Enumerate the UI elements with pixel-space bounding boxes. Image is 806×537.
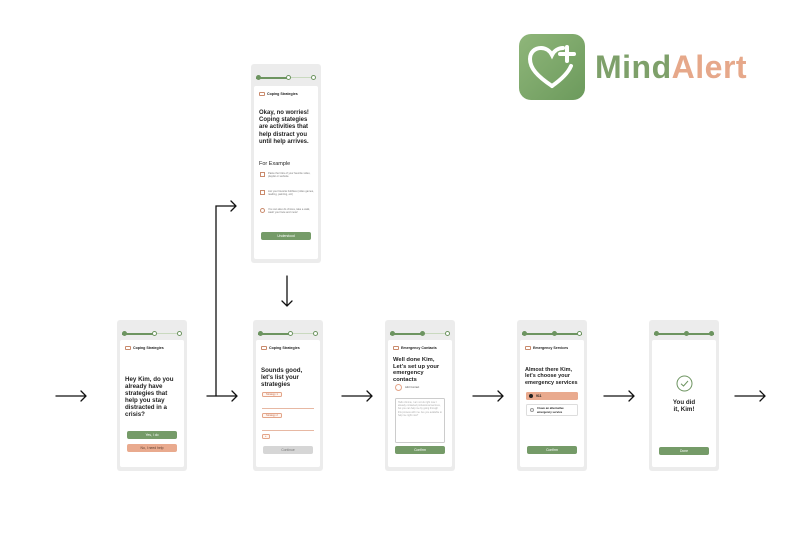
example-item-2-text: List your favorite hobbies (video games,… <box>268 190 314 197</box>
people-icon <box>393 346 399 350</box>
checkmark-icon <box>676 375 693 397</box>
understood-button[interactable]: Understood <box>261 232 311 240</box>
screen-header: Coping Strategies <box>259 92 298 96</box>
message-template-text: Hello Jimmie, I am not ok right now. I a… <box>398 401 442 417</box>
heart-plus-icon <box>519 34 585 100</box>
section-title: For Example <box>259 161 291 167</box>
add-strategy-button[interactable]: + <box>262 434 270 439</box>
progress-bar <box>122 331 182 336</box>
add-contact-icon <box>395 384 402 391</box>
option-alternative-label: I have an alternative emergency service <box>537 406 564 414</box>
done-screen: You did it, Kim! Done <box>649 320 719 471</box>
logo-alert-text: Alert <box>671 48 748 85</box>
no-need-help-button[interactable]: No, I need help <box>127 444 177 452</box>
chore-icon <box>260 208 265 213</box>
example-item-3: You can also do chores, take a walk, was… <box>260 208 316 214</box>
folder-icon <box>125 346 131 350</box>
example-item-1-text: Paste the links of your favorite video, … <box>268 172 311 179</box>
folder-icon <box>259 92 265 96</box>
link-icon <box>260 172 265 177</box>
screen-header: Coping Strategies <box>261 346 300 350</box>
strategy-1-chip[interactable]: Strategy 1 <box>262 392 282 397</box>
logo-wordmark: MindAlert <box>595 49 747 86</box>
logo-mind-text: Mind <box>595 48 672 85</box>
screen-header: Coping Strategies <box>125 346 164 350</box>
emergency-contacts-screen: Emergency Contacts Well done Kim, Let's … <box>385 320 455 471</box>
progress-bar <box>390 331 450 336</box>
add-contact-row[interactable]: Add Contact <box>395 384 419 391</box>
message-text: Almost there Kim, let's choose your emer… <box>525 367 578 386</box>
progress-bar <box>258 331 318 336</box>
emergency-services-screen: Emergency Services Almost there Kim, let… <box>517 320 587 471</box>
header-label: Coping Strategies <box>269 346 300 350</box>
screen-header: Emergency Services <box>525 346 568 350</box>
folder-icon <box>261 346 267 350</box>
option-alternative[interactable]: I have an alternative emergency service <box>526 404 578 416</box>
option-911-label: 911 <box>536 394 542 398</box>
continue-button[interactable]: Continue <box>263 446 313 454</box>
message-template-box[interactable]: Hello Jimmie, I am not ok right now. I a… <box>395 398 445 443</box>
header-label: Emergency Services <box>533 346 569 350</box>
strategy-2-chip[interactable]: Strategy 2 <box>262 413 282 418</box>
example-item-1: Paste the links of your favorite video, … <box>260 172 316 178</box>
success-text: You did it, Kim! <box>672 399 696 413</box>
message-text: Okay, no worries! Coping stategies are a… <box>259 110 309 145</box>
example-item-2: List your favorite hobbies (video games,… <box>260 190 316 196</box>
confirm-button[interactable]: Confirm <box>527 446 577 454</box>
radio-selected-icon <box>529 394 533 398</box>
strategy-1-line <box>262 408 314 409</box>
confirm-button[interactable]: Confirm <box>395 446 445 454</box>
coping-example-screen: Coping Strategies Okay, no worries! Copi… <box>251 64 321 263</box>
list-strategies-screen: Coping Strategies Sounds good, let's lis… <box>253 320 323 471</box>
option-911[interactable]: 911 <box>526 392 578 400</box>
header-label: Coping Strategies <box>267 92 298 96</box>
radio-empty-icon <box>530 408 534 412</box>
header-label: Emergency Contacts <box>401 346 437 350</box>
progress-bar <box>522 331 582 336</box>
mindalert-logo: MindAlert <box>519 34 747 100</box>
header-label: Coping Strategies <box>133 346 164 350</box>
message-text: Hey Kim, do you already have strategies … <box>125 376 174 418</box>
add-contact-label: Add Contact <box>405 385 420 389</box>
screen-header: Emergency Contacts <box>393 346 437 350</box>
progress-bar <box>256 75 316 80</box>
strategy-2-line <box>262 430 314 431</box>
done-button[interactable]: Done <box>659 447 709 455</box>
intro-screen: Coping Strategies Hey Kim, do you alread… <box>117 320 187 471</box>
example-item-3-text: You can also do chores, take a walk, was… <box>268 208 311 215</box>
yes-button[interactable]: Yes, I do <box>127 431 177 439</box>
progress-bar <box>654 331 714 336</box>
hospital-icon <box>525 346 531 350</box>
list-icon <box>260 190 265 195</box>
message-text: Well done Kim, Let's set up your emergen… <box>393 357 440 383</box>
message-text: Sounds good, let's list your strategies <box>261 367 303 388</box>
